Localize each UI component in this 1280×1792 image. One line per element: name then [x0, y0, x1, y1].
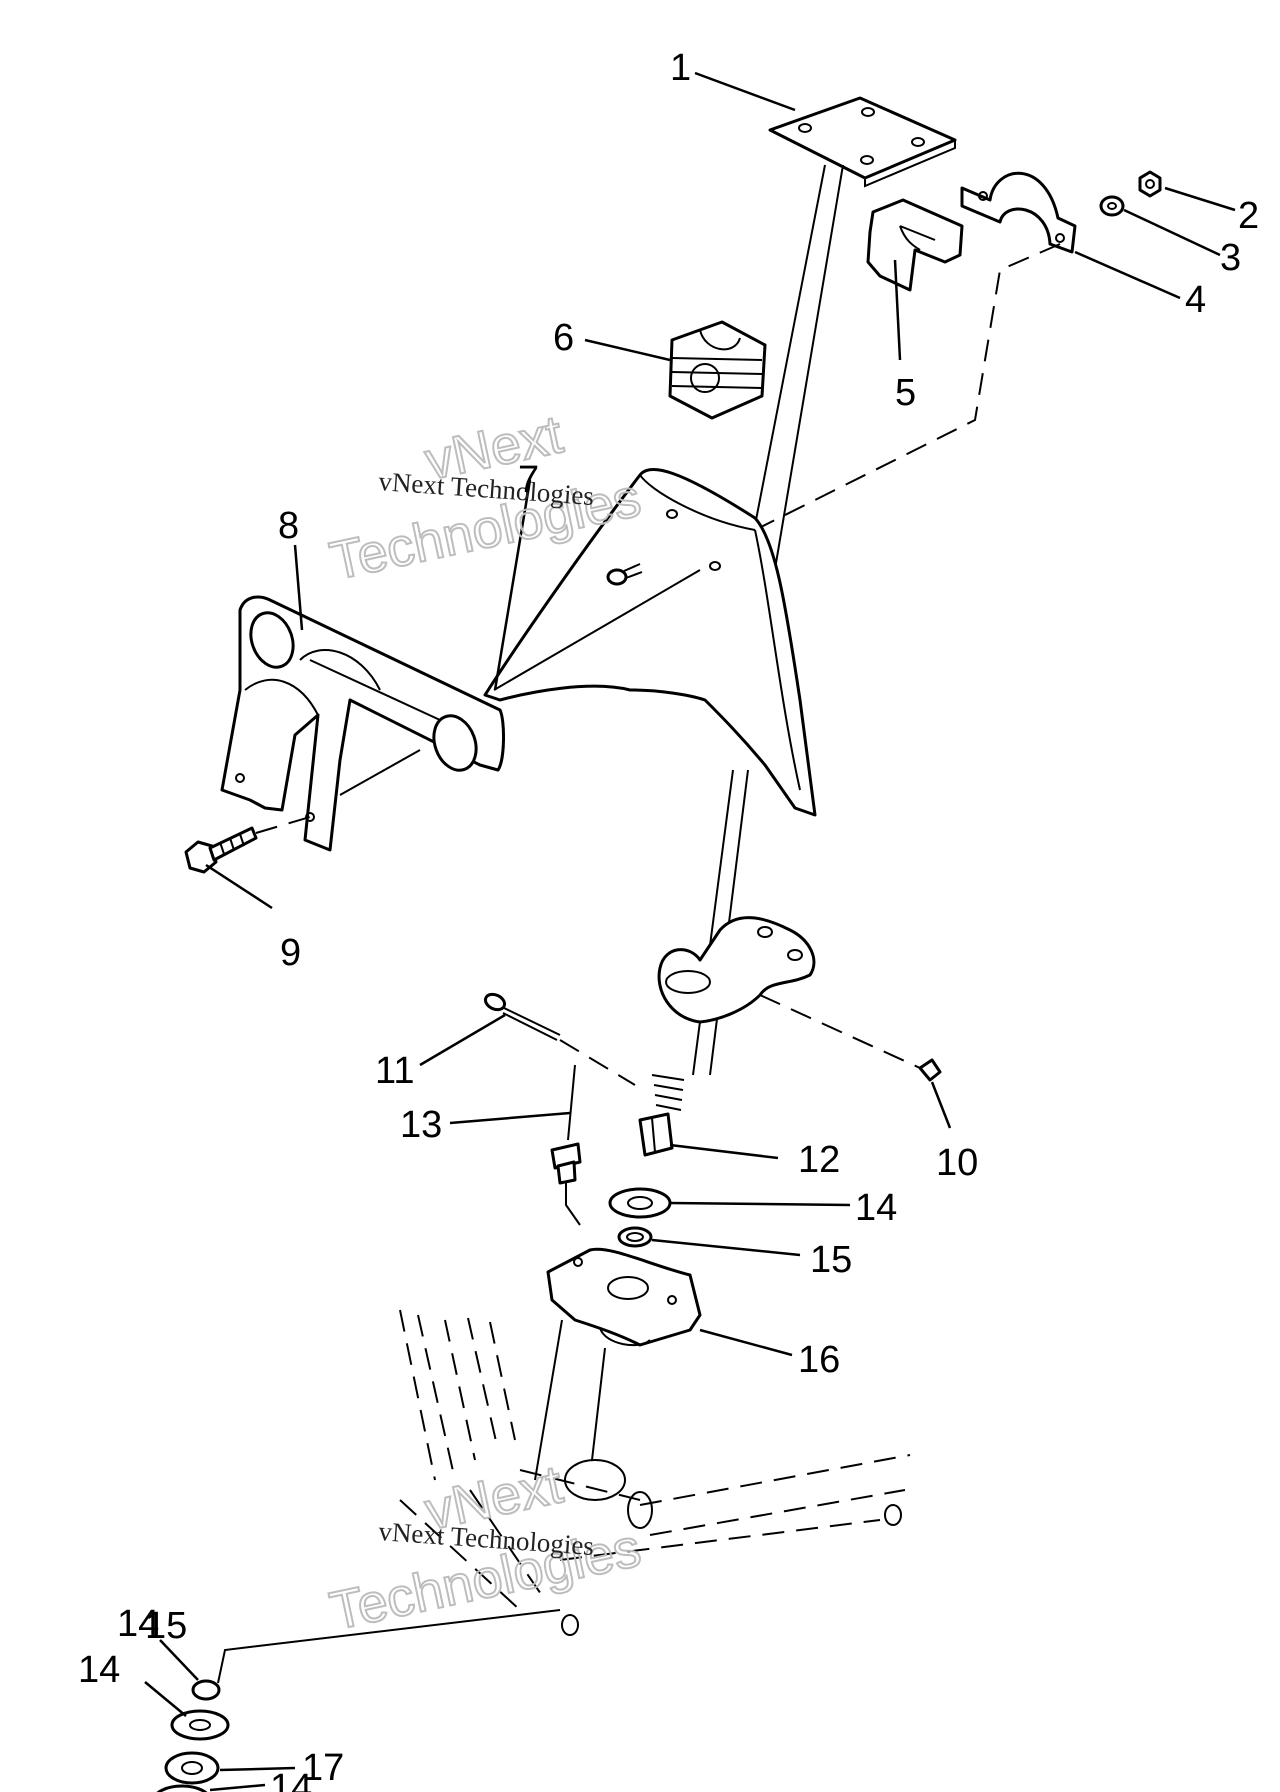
- callout-14-lower-left: 14: [78, 1649, 120, 1691]
- callout-7: 7: [518, 459, 539, 501]
- leader-lines: [144, 71, 1236, 1792]
- callout-5: 5: [895, 372, 916, 414]
- part-lower-stack: [156, 1609, 561, 1792]
- part-bushing: [866, 198, 964, 292]
- callout-4: 4: [1185, 279, 1206, 321]
- part-lower-column: [657, 769, 921, 1076]
- callout-10: 10: [936, 1142, 978, 1184]
- callout-9: 9: [280, 932, 301, 974]
- callout-labels: 1 2 3 4 5 6 7 8 9 10 11 12 13 14 15 16 1…: [78, 47, 1259, 1792]
- part-shroud: [483, 467, 817, 817]
- part-cotter-pin: [483, 992, 636, 1086]
- part-frame-ghost: [399, 1309, 911, 1636]
- callout-14-bottom: 14: [270, 1767, 312, 1792]
- part-nut: [1138, 170, 1162, 198]
- callout-17: 17: [302, 1747, 344, 1789]
- part-grommet: [668, 320, 767, 420]
- part-bracket: [220, 595, 505, 852]
- callout-3: 3: [1220, 237, 1241, 279]
- part-upper-column-shaft: [755, 164, 844, 576]
- callout-14: 14: [855, 1187, 897, 1229]
- callout-6: 6: [553, 317, 574, 359]
- callout-13: 13: [400, 1104, 442, 1146]
- part-bolt: [184, 816, 311, 874]
- callout-11: 11: [375, 1050, 414, 1092]
- part-clamp: [754, 171, 1077, 531]
- part-mounting-plate: [768, 96, 957, 188]
- watermark-bottom: vNext Technologies vNext Technologies: [324, 1453, 647, 1642]
- part-screw: [606, 563, 643, 586]
- callout-16: 16: [798, 1339, 840, 1381]
- part-oring-upper: [617, 1226, 653, 1248]
- part-pin: [550, 1064, 582, 1226]
- callout-8: 8: [278, 505, 299, 547]
- part-clip: [918, 1058, 942, 1082]
- callout-15: 15: [810, 1239, 852, 1281]
- callout-1: 1: [670, 47, 691, 89]
- part-support-block: [534, 1247, 702, 1481]
- part-threaded-end: [638, 1074, 685, 1157]
- part-washer-upper: [608, 1187, 672, 1219]
- part-washer: [1099, 195, 1125, 217]
- callout-12: 12: [798, 1139, 840, 1181]
- callout-14-lower: 14: [117, 1603, 159, 1645]
- callout-15-lower: 15: [145, 1605, 187, 1647]
- callout-2: 2: [1238, 195, 1259, 237]
